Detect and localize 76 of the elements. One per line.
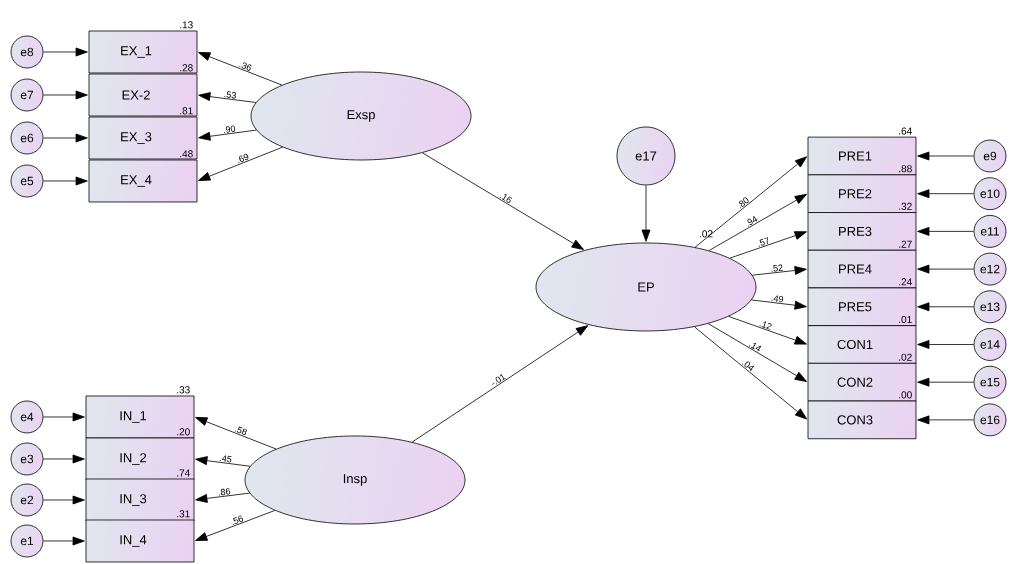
edge-label: .49 (771, 295, 784, 303)
edge-label: .57 (759, 237, 769, 247)
r-squared-value: .81 (180, 107, 193, 115)
edge-label: .69 (238, 153, 249, 164)
arrow (694, 326, 808, 420)
arrow (641, 185, 651, 242)
edge-label: .90 (224, 125, 236, 134)
r-squared-value: .02 (899, 353, 912, 361)
edge-label: .16 (499, 194, 512, 203)
ellipse-node: EP (535, 242, 757, 332)
r-squared-value: .02 (699, 230, 713, 238)
arrow (43, 90, 88, 100)
arrow (43, 495, 85, 505)
arrow (43, 47, 88, 57)
arrow (752, 266, 807, 276)
r-squared-value: .48 (180, 150, 193, 158)
indicator-box: CON3 (807, 400, 917, 440)
edge-label: .94 (747, 215, 758, 227)
arrow (729, 231, 807, 259)
arrow (917, 340, 974, 349)
r-squared-value: .88 (899, 165, 912, 173)
r-squared-value: .32 (899, 202, 912, 210)
edge-label: .12 (759, 321, 772, 330)
arrow (43, 412, 85, 422)
arrow (728, 316, 807, 345)
arrow (411, 325, 589, 443)
edge-label: .36 (239, 62, 252, 71)
r-squared-value: .28 (180, 64, 193, 72)
arrow (708, 193, 807, 251)
edge-label: .14 (748, 342, 762, 352)
arrow (198, 92, 257, 103)
arrow (917, 189, 974, 199)
arrow (195, 510, 276, 541)
arrow (917, 226, 974, 236)
arrow (917, 151, 974, 161)
edge-label: -.01 (492, 374, 506, 385)
arrow (198, 129, 257, 141)
arrow (43, 454, 85, 464)
arrow (43, 536, 85, 546)
r-squared-value: .13 (180, 21, 193, 29)
arrow (917, 302, 974, 312)
arrow (198, 146, 283, 181)
edge-label: .80 (739, 197, 749, 209)
arrow (422, 152, 584, 250)
edge-label: .58 (234, 426, 247, 436)
r-squared-value: .20 (177, 428, 190, 436)
arrow (195, 417, 277, 450)
arrow (917, 264, 974, 274)
edge-label: .45 (219, 455, 232, 463)
indicator-box: IN_4 (85, 519, 195, 563)
arrow (43, 133, 88, 143)
arrow (751, 299, 807, 310)
ellipse-node: Exsp (250, 71, 472, 161)
edge-label: .53 (224, 91, 236, 99)
arrow (43, 176, 88, 186)
r-squared-value: .01 (899, 315, 912, 324)
arrow (917, 377, 974, 387)
edge-label: .52 (771, 264, 783, 272)
r-squared-value: .24 (899, 278, 912, 286)
arrow (707, 323, 807, 382)
r-squared-value: .33 (177, 386, 190, 394)
edge-label: .86 (219, 488, 231, 496)
arrow (195, 492, 250, 503)
edge-label: .04 (742, 361, 755, 371)
r-squared-value: .74 (177, 469, 190, 477)
r-squared-value: .00 (899, 391, 912, 399)
r-squared-value: .27 (899, 240, 912, 248)
arrow (195, 456, 251, 467)
arrow (917, 415, 974, 425)
indicator-box: EX_4 (88, 159, 198, 203)
arrow (198, 52, 283, 86)
ellipse-node: Insp (244, 435, 466, 525)
r-squared-value: .64 (899, 127, 912, 135)
r-squared-value: .31 (177, 510, 190, 518)
arrow (694, 156, 808, 248)
edge-label: .56 (232, 515, 244, 525)
